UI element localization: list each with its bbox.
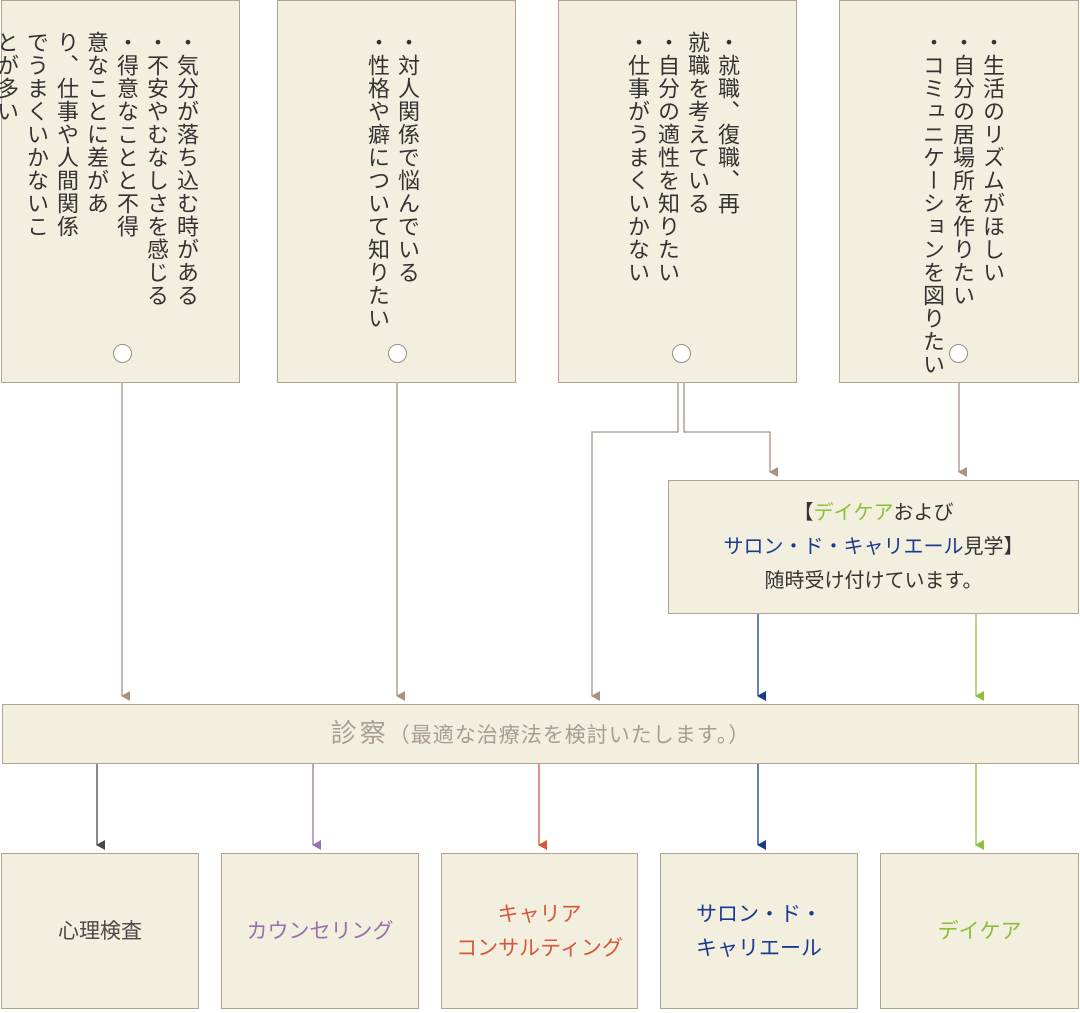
concern-item: ・気分が落ち込む時がある [173,31,198,307]
concern-list-2: ・対人関係で悩んでいる ・性格や癖について知りたい [361,31,421,330]
concern-item: ・自分の適性を知りたい [654,31,679,284]
concern-item: ・自分の居場所を作りたい [949,31,974,307]
concern-item: ・コミュニケーションを図りたい [919,31,944,376]
concern-box-4: ・生活のリズムがほしい ・自分の居場所を作りたい ・コミュニケーションを図りたい [839,0,1079,383]
connector-concern-3-exam [591,363,679,701]
concern-item: ・得意なことと不得意なことに差があり、仕事や人間関係でうまくいかないことが多い [0,31,138,238]
salon-label: サロン・ド・キャリエール [723,534,964,558]
outcome-counseling: カウンセリング [221,853,419,1009]
examination-bar: 診察（最適な治療法を検討いたします。） [2,704,1079,764]
visit-line-1: 【デイケアおよび [793,500,954,524]
exam-title: 診察 [330,719,389,749]
concern-box-2: ・対人関係で悩んでいる ・性格や癖について知りたい [277,0,516,383]
concern-item: ・生活のリズムがほしい [979,31,1004,284]
outcome-psychological-test: 心理検査 [1,853,199,1009]
concern-list-4: ・生活のリズムがほしい ・自分の居場所を作りたい ・コミュニケーションを図りたい [916,31,1006,376]
concern-box-1: ・気分が落ち込む時がある ・不安やむなしさを感じる ・得意なことと不得意なことに… [0,0,240,383]
concern-list-1: ・気分が落ち込む時がある ・不安やむなしさを感じる ・得意なことと不得意なことに… [0,31,200,307]
connector-concern-3-visit [683,363,778,477]
concern-box-3: ・就職、復職、再就職を考えている ・自分の適性を知りたい ・仕事がうまくいかない [558,0,797,383]
concern-item: ・就職、復職、再就職を考えている [684,31,739,215]
connector-node [388,344,407,363]
connector-node [113,344,132,363]
concern-item: ・対人関係で悩んでいる [394,31,419,284]
concern-item: ・不安やむなしさを感じる [143,31,168,307]
visit-info-box: 【デイケアおよび サロン・ド・キャリエール見学】 随時受け付けています。 [668,480,1079,614]
outcome-daycare: デイケア [880,853,1079,1009]
outcome-career-consulting: キャリアコンサルティング [441,853,638,1009]
daycare-label: デイケア [813,500,894,524]
exam-note: （最適な治療法を検討いたします。） [388,723,751,747]
connector-node [672,344,691,363]
connector-node [949,344,968,363]
visit-line-2: サロン・ド・キャリエール見学】 [723,534,1024,558]
concern-list-3: ・就職、復職、再就職を考えている ・自分の適性を知りたい ・仕事がうまくいかない [621,31,741,284]
concern-item: ・性格や癖について知りたい [364,31,389,330]
concern-item: ・仕事がうまくいかない [624,31,649,284]
visit-line-3: 随時受け付けています。 [764,568,983,592]
outcome-salon-de-carriere: サロン・ド・キャリエール [660,853,858,1009]
